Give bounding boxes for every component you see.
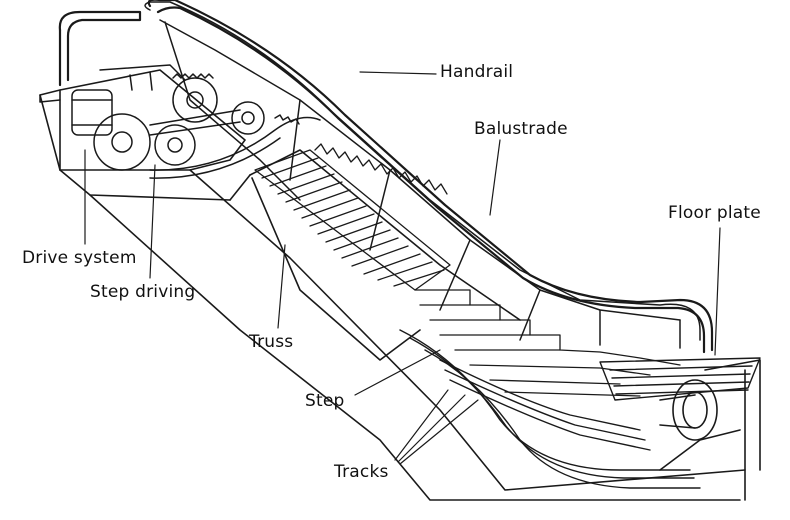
leader-step [354,349,441,396]
leader-balustrade [489,139,501,216]
handrail-belt [58,0,714,354]
lower-steps [414,289,681,397]
label-balustrade: Balustrade [474,119,568,139]
balustrade-panel [144,1,701,349]
leader-tracks-3 [399,399,479,465]
drive-machinery [39,64,321,179]
label-drive-system: Drive system [22,248,137,268]
leader-tracks-2 [397,394,466,463]
leader-lines [84,71,721,465]
label-handrail: Handrail [440,62,514,82]
floor-plate [599,357,761,401]
lower-return-wheel [659,379,718,441]
label-truss: Truss [249,332,294,352]
label-step-driving: Step driving [90,282,196,302]
leader-tracks-1 [394,389,449,461]
step-band [254,143,451,291]
leader-truss [277,244,286,329]
label-step: Step [305,391,345,411]
label-floor-plate: Floor plate [668,203,761,223]
leader-handrail [359,71,437,75]
tracks [399,329,701,489]
leader-step-driving [149,164,156,279]
label-tracks: Tracks [334,462,389,482]
leader-floor-plate [714,227,721,356]
